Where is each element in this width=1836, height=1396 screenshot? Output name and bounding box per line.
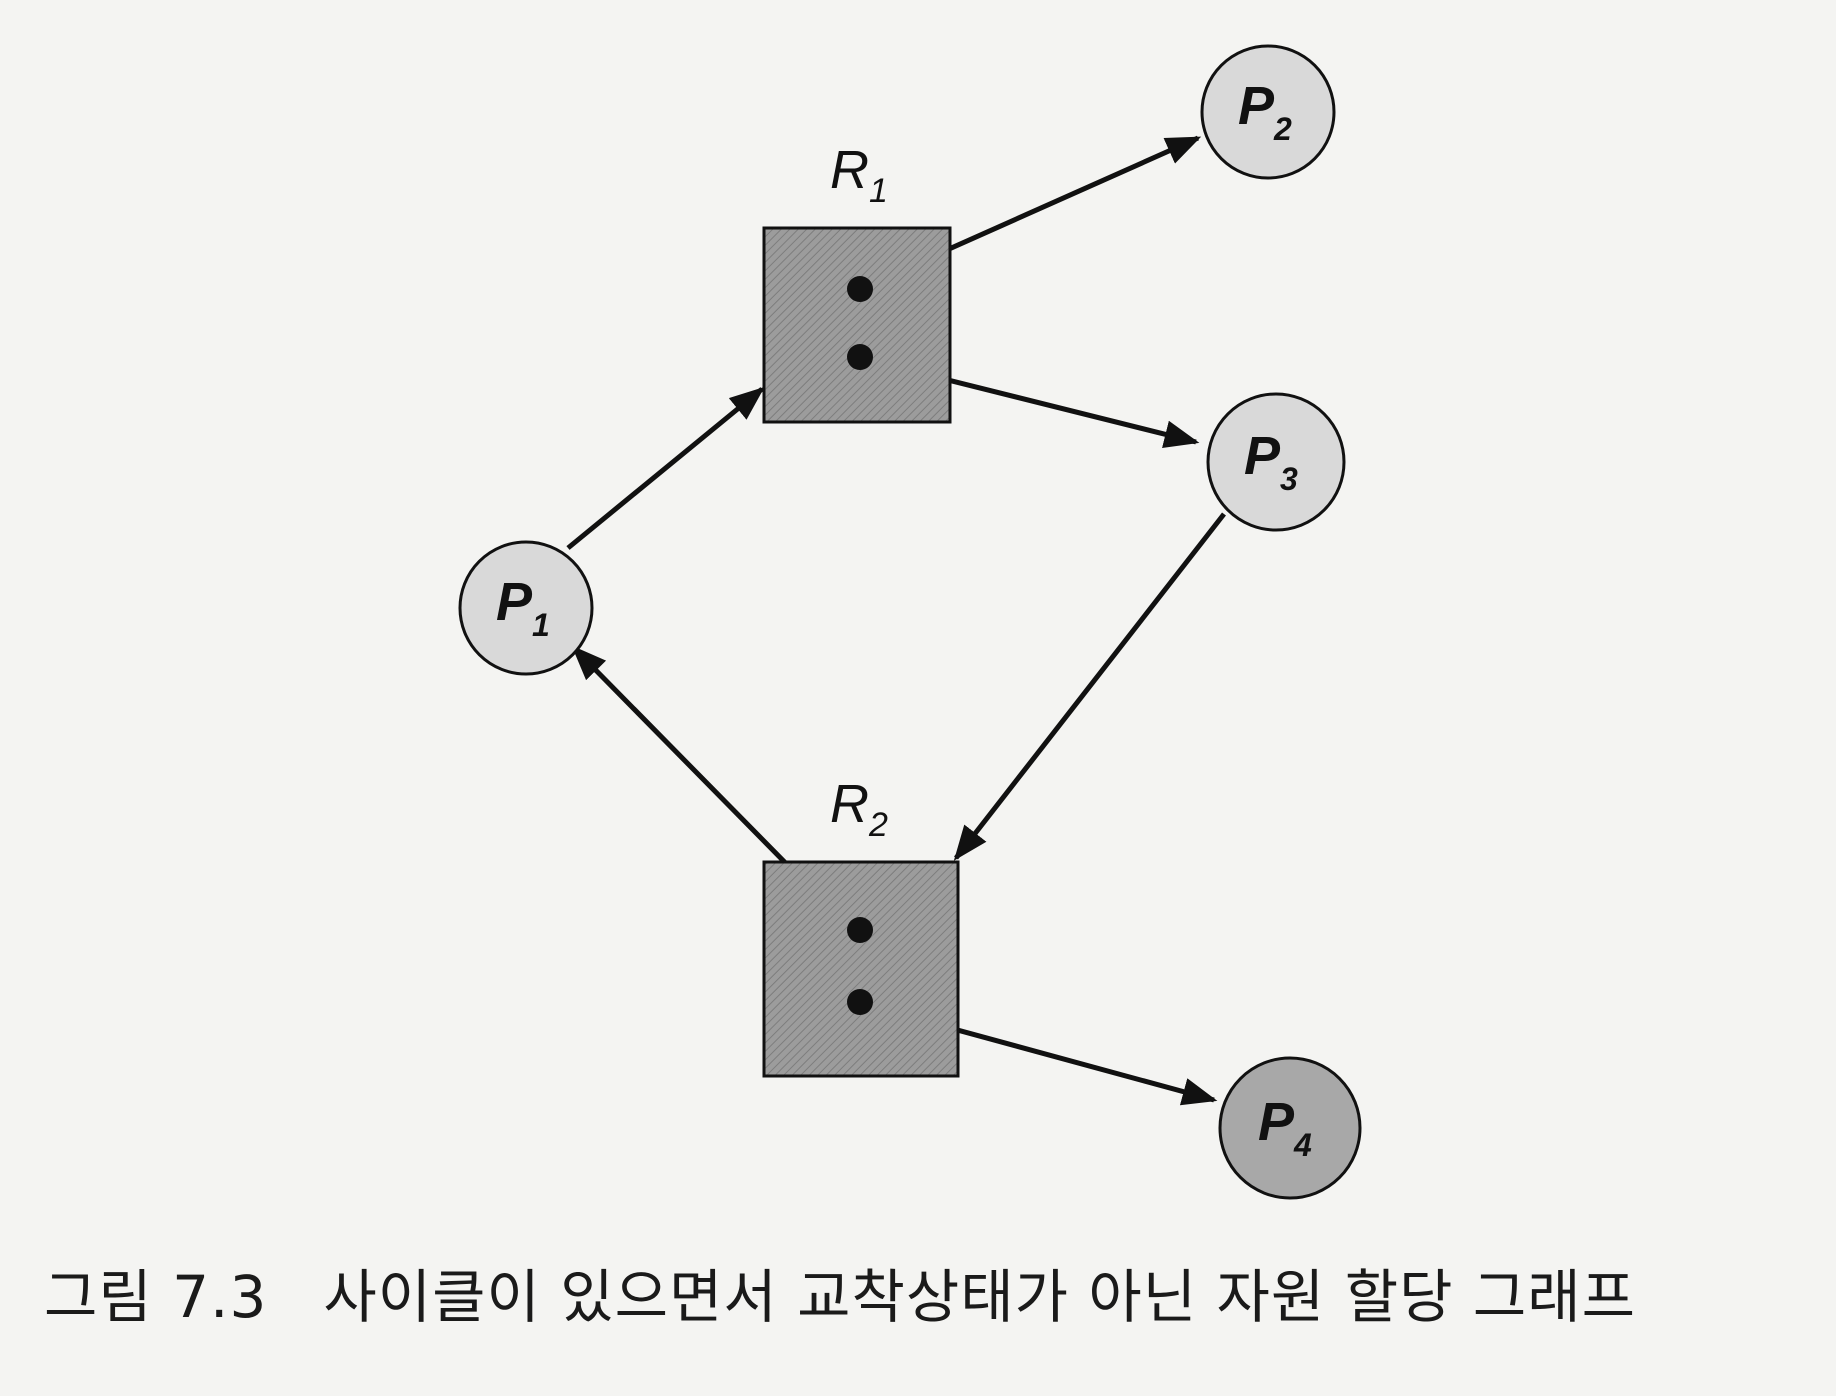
process-p1-label: P1: [496, 572, 550, 643]
resource-r2: R2: [762, 774, 960, 1078]
edge-p1-r1: [566, 386, 765, 550]
process-p2: P2: [1200, 44, 1336, 180]
resource-r1-label: R1: [830, 140, 888, 210]
process-p2-label: P2: [1238, 76, 1292, 147]
process-p4: P4: [1218, 1056, 1362, 1200]
process-p1-circle: [458, 540, 594, 676]
figure-number: 그림 7.3: [44, 1263, 268, 1331]
resource-r2-box: [762, 860, 960, 1078]
resource-r2-instance-2: [847, 989, 873, 1015]
resource-r1-instance-2: [847, 344, 873, 370]
process-p3: P3: [1206, 392, 1346, 532]
process-p1: P1: [458, 540, 594, 676]
resource-r2-label: R2: [830, 774, 888, 844]
resource-r1-instance-1: [847, 276, 873, 302]
figure-caption: 그림 7.3 사이클이 있으면서 교착상태가 아닌 자원 할당 그래프: [44, 1250, 1636, 1334]
edge-p3-r2: [953, 512, 1226, 861]
process-p4-circle: [1218, 1056, 1362, 1200]
process-p3-circle: [1206, 392, 1346, 532]
resource-r1: R1: [762, 140, 952, 424]
process-p2-circle: [1200, 44, 1336, 180]
edge-r2-p1: [571, 645, 820, 898]
caption-text: 사이클이 있으면서 교착상태가 아닌 자원 할당 그래프: [323, 1263, 1636, 1331]
process-p4-label: P4: [1258, 1092, 1312, 1163]
resource-r1-box: [762, 226, 952, 424]
process-p3-label: P3: [1244, 426, 1298, 497]
resource-r2-instance-1: [847, 917, 873, 943]
